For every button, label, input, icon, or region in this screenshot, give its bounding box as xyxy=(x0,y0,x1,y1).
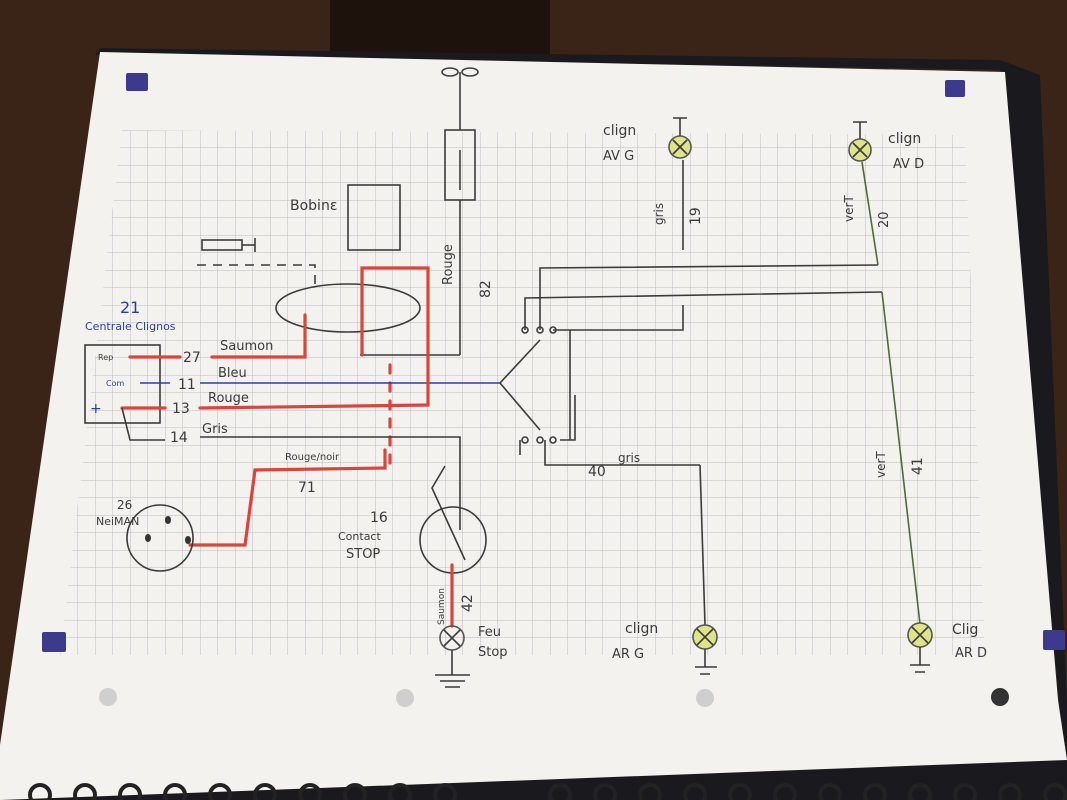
wire-11-number: 11 xyxy=(178,377,196,393)
ar-g-label-2: AR G xyxy=(612,647,644,662)
punch-holes xyxy=(99,688,1009,707)
wire-20-color: verT xyxy=(842,195,856,222)
wire-71-color: Rouge/noir xyxy=(285,452,340,463)
stop-number: 16 xyxy=(370,510,388,526)
neiman-label: NeiMAN xyxy=(96,515,139,528)
wire-40-color: gris xyxy=(618,451,640,465)
wire-20 xyxy=(861,161,879,266)
wire-20-number: 20 xyxy=(877,211,892,228)
wire-41 xyxy=(881,291,921,625)
wire-27 xyxy=(128,313,307,359)
wire-82-number: 82 xyxy=(478,280,494,298)
ar-d-label-2: AR D xyxy=(955,646,987,661)
fan-icon xyxy=(441,67,479,130)
rupteur-oval xyxy=(275,283,421,333)
stop-label-1: Contact xyxy=(338,530,381,543)
dashed-link xyxy=(197,264,316,290)
background-chair xyxy=(330,0,550,55)
wire-40 xyxy=(699,464,706,626)
wire-14-number: 14 xyxy=(170,430,188,446)
wire-13-color: Rouge xyxy=(208,391,249,406)
av-d-label-1: clign xyxy=(888,131,921,147)
wire-42-number: 42 xyxy=(460,594,476,612)
wire-27-number: 27 xyxy=(183,350,201,366)
wire-71-number: 71 xyxy=(298,480,316,496)
ar-d-label-1: Clig xyxy=(952,622,978,638)
wire-13-number: 13 xyxy=(172,401,190,417)
bobine-label: Bobinɛ xyxy=(290,198,337,214)
feu-stop-label-2: Stop xyxy=(478,645,508,660)
neiman-number: 26 xyxy=(117,498,132,512)
wire-11-color: Bleu xyxy=(218,366,247,381)
feu-stop-label-1: Feu xyxy=(478,625,501,640)
wire-41-number: 41 xyxy=(910,457,926,475)
terminal-plus: + xyxy=(90,401,102,417)
centrale-number: 21 xyxy=(120,298,140,317)
commodo-switch xyxy=(499,264,883,466)
av-g-label-2: AV G xyxy=(603,149,634,164)
wire-27-color: Saumon xyxy=(220,339,273,354)
wire-19-number: 19 xyxy=(688,207,704,225)
stop-lever xyxy=(431,465,466,561)
wire-82-color: Rouge xyxy=(441,244,456,285)
spark-plug-icon xyxy=(201,238,256,252)
wire-14 xyxy=(121,407,461,530)
wire-40-number: 40 xyxy=(588,464,606,480)
corner-logo-icon xyxy=(42,73,1065,652)
wire-42-color: Saumon xyxy=(437,588,447,625)
red-loop xyxy=(360,266,430,382)
spiral-binding xyxy=(28,783,1067,800)
wire-19-color: gris xyxy=(652,203,666,225)
av-d-label-2: AV D xyxy=(893,157,924,172)
wire-71 xyxy=(188,448,387,547)
stop-label-2: STOP xyxy=(346,547,380,562)
av-g-label-1: clign xyxy=(603,123,636,139)
wire-13 xyxy=(120,378,430,410)
ar-g-label-1: clign xyxy=(625,621,658,637)
centrale-box xyxy=(84,344,161,424)
bobine-coil xyxy=(347,184,401,251)
terminal-rep: Rep xyxy=(98,353,113,362)
terminal-com: Com xyxy=(106,379,124,388)
wire-14-color: Gris xyxy=(202,422,228,437)
centrale-label: Centrale Clignos xyxy=(85,320,176,333)
neiman-switch xyxy=(126,504,194,572)
wire-41-color: verT xyxy=(874,451,888,478)
